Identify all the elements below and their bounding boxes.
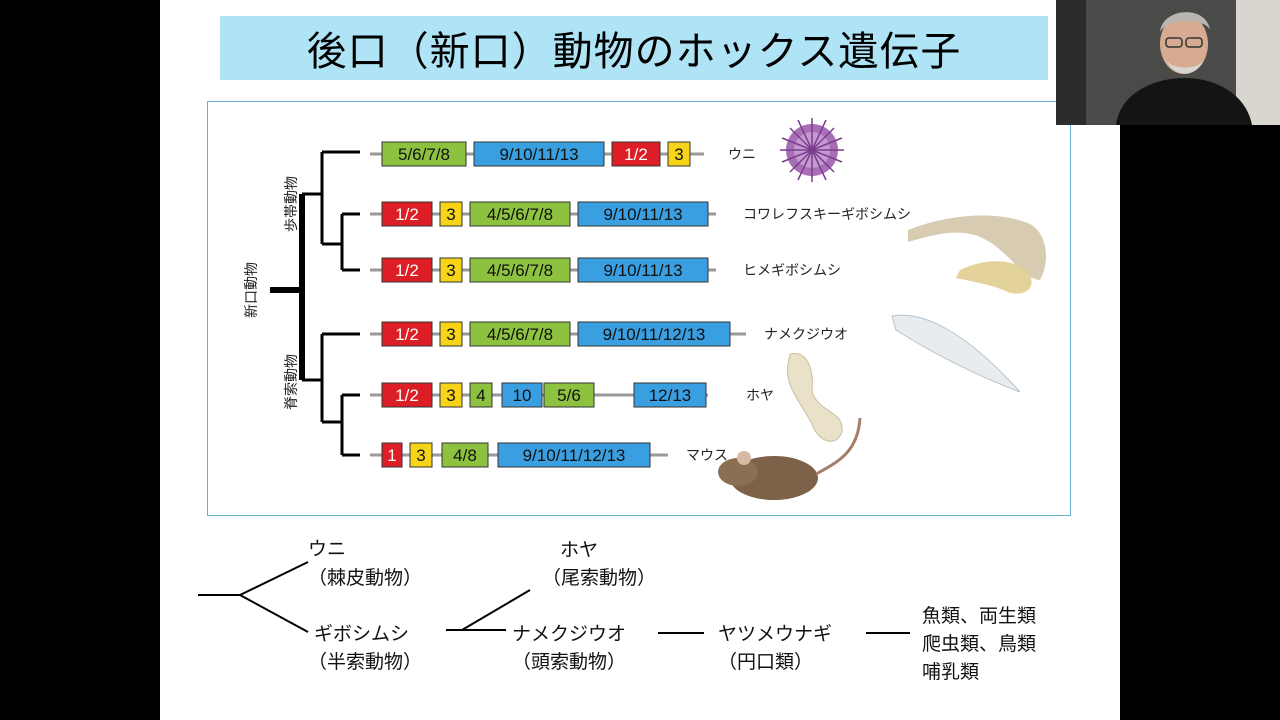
hox-gene-label: 3 <box>446 205 455 224</box>
bottom-yatsume-group: （円口類） <box>718 651 813 673</box>
species-label: マウス <box>686 448 728 464</box>
hox-gene-box <box>439 257 463 283</box>
group-lower-label: 脊索動物 <box>283 354 300 410</box>
bottom-phylogeny: ウニ （棘皮動物） ギボシムシ （半索動物） ホヤ （尾索動物） ナメクジウオ … <box>198 538 1036 683</box>
bottom-gibo: ギボシムシ <box>314 623 409 645</box>
hox-row: 1/2 3 4/5/6/7/8 9/10/11/13 ヒメギボシムシ <box>370 257 841 283</box>
hox-row: 1/2 3 4/5/6/7/8 9/10/11/12/13 ナメクジウオ <box>370 321 848 347</box>
hox-gene-label: 1/2 <box>624 145 648 164</box>
bottom-uni-group: （棘皮動物） <box>308 567 422 589</box>
hox-gene-label: 3 <box>446 386 455 405</box>
bottom-gibo-group: （半索動物） <box>308 651 422 673</box>
mouse-image <box>718 417 862 500</box>
hox-gene-label: 9/10/11/12/13 <box>603 325 706 344</box>
hox-row: 5/6/7/8 9/10/11/13 1/2 3 ウニ <box>370 141 756 167</box>
hox-gene-box <box>577 321 731 347</box>
hox-gene-box <box>469 321 571 347</box>
hox-gene-box <box>611 141 661 167</box>
hox-gene-label: 4/8 <box>453 446 477 465</box>
hox-gene-box <box>667 141 691 167</box>
hox-gene-box <box>577 257 709 283</box>
bottom-hoya-group: （尾索動物） <box>542 567 656 589</box>
hox-gene-label: 10 <box>513 386 532 405</box>
hox-gene-box <box>381 141 467 167</box>
bottom-yatsume: ヤツメウナギ <box>718 623 832 645</box>
title-bar: 後口（新口）動物のホックス遺伝子 <box>220 16 1048 80</box>
hox-gene-box <box>441 442 489 468</box>
slide-title: 後口（新口）動物のホックス遺伝子 <box>306 29 962 75</box>
hox-gene-label: 9/10/11/12/13 <box>523 446 626 465</box>
bottom-branch-hoya <box>461 589 531 631</box>
hox-row: 1/2 3 4/5/6/7/8 9/10/11/13 コワレフスキーギボシムシ <box>370 201 911 227</box>
hox-diagram: 新口動物 歩帯動物 脊索動物 5/6/7/8 9/10/11/13 1/2 3 ウニ 1/… <box>244 118 1046 500</box>
hox-gene-box <box>577 201 709 227</box>
species-label: コワレフスキーギボシムシ <box>743 207 911 223</box>
hox-gene-box <box>439 201 463 227</box>
sea-urchin-image <box>780 118 844 182</box>
hox-gene-label: 4 <box>476 386 485 405</box>
phylo-tree <box>270 150 360 457</box>
hox-gene-label: 4/5/6/7/8 <box>487 325 553 344</box>
bottom-branch-gibo <box>239 594 309 633</box>
bottom-verts-line3: 哺乳類 <box>922 661 979 683</box>
lancelet-image <box>891 314 1021 393</box>
hox-gene-box <box>439 321 463 347</box>
hox-gene-box <box>381 382 433 408</box>
hox-gene-label: 1/2 <box>395 325 419 344</box>
bottom-verts-line1: 魚類、両生類 <box>922 605 1036 627</box>
bottom-branch-uni <box>239 561 309 596</box>
hox-gene-label: 1 <box>387 446 396 465</box>
hox-gene-box <box>543 382 595 408</box>
hox-gene-box <box>633 382 707 408</box>
hox-gene-box <box>439 382 463 408</box>
species-label: ウニ <box>728 147 756 163</box>
hox-figure: 新口動物 歩帯動物 脊索動物 5/6/7/8 9/10/11/13 1/2 3 ウニ 1/… <box>207 101 1071 516</box>
bottom-namekuji-group: （頭索動物） <box>512 651 626 673</box>
hox-gene-label: 4/5/6/7/8 <box>487 261 553 280</box>
hox-row: 1 3 4/8 9/10/11/12/13 マウス <box>370 442 728 468</box>
hox-gene-label: 4/5/6/7/8 <box>487 205 553 224</box>
acorn-worm-image <box>908 215 1046 294</box>
hox-gene-box <box>381 257 433 283</box>
species-label: ホヤ <box>746 388 774 404</box>
hox-gene-label: 9/10/11/13 <box>603 261 682 280</box>
hox-gene-box <box>381 321 433 347</box>
hox-gene-box <box>469 257 571 283</box>
hox-gene-label: 3 <box>446 325 455 344</box>
hox-gene-box <box>381 201 433 227</box>
hox-gene-box <box>381 442 403 468</box>
species-label: ヒメギボシムシ <box>743 263 841 279</box>
hox-gene-label: 1/2 <box>395 261 419 280</box>
species-label: ナメクジウオ <box>764 327 848 343</box>
root-label: 新口動物 <box>244 262 260 318</box>
hox-gene-label: 3 <box>674 145 683 164</box>
hox-gene-box <box>473 141 605 167</box>
hox-gene-label: 5/6 <box>557 386 581 405</box>
hox-gene-box <box>469 201 571 227</box>
bottom-uni: ウニ <box>308 538 346 560</box>
hox-gene-label: 3 <box>446 261 455 280</box>
bottom-namekuji: ナメクジウオ <box>512 623 626 645</box>
hox-rows: 5/6/7/8 9/10/11/13 1/2 3 ウニ 1/2 3 4/5/6/7/8 9/10… <box>370 141 911 468</box>
sea-squirt-image <box>786 353 843 442</box>
hox-gene-box <box>469 382 493 408</box>
hox-gene-label: 12/13 <box>649 386 692 405</box>
presenter-image <box>1056 0 1280 125</box>
hox-gene-label: 1/2 <box>395 386 419 405</box>
hox-gene-box <box>409 442 433 468</box>
bottom-hoya: ホヤ <box>560 539 598 561</box>
bottom-verts-line2: 爬虫類、鳥類 <box>922 633 1036 655</box>
hox-gene-label: 9/10/11/13 <box>499 145 578 164</box>
webcam-overlay <box>1056 0 1280 125</box>
group-upper-label: 歩帯動物 <box>284 176 300 232</box>
hox-gene-label: 9/10/11/13 <box>603 205 682 224</box>
hox-gene-box <box>497 442 651 468</box>
hox-gene-label: 1/2 <box>395 205 419 224</box>
hox-gene-label: 5/6/7/8 <box>398 145 450 164</box>
hox-row: 1/2 3 4 10 5/6 12/13 ホヤ <box>370 382 774 408</box>
hox-gene-box <box>501 382 543 408</box>
hox-gene-label: 3 <box>416 446 425 465</box>
